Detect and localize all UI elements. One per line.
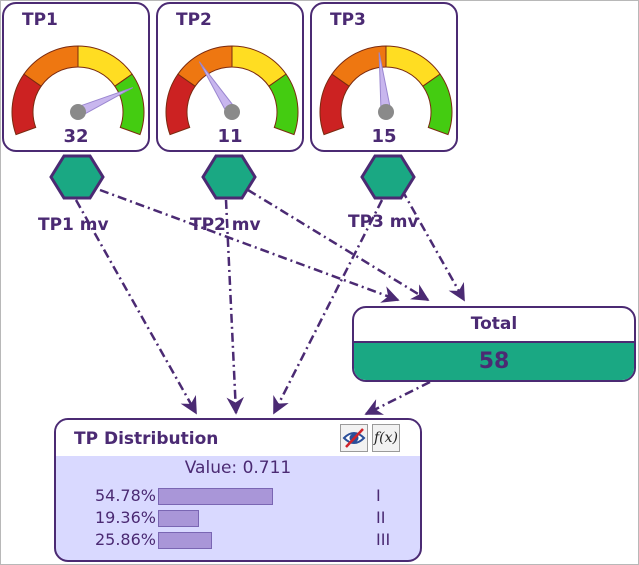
gauge-title: TP3 xyxy=(330,10,366,30)
gauge-dial-icon xyxy=(165,45,299,136)
total-title: Total xyxy=(354,308,634,343)
gauge-segment xyxy=(23,45,79,87)
gauge-tp1[interactable]: TP1 32 xyxy=(2,2,150,152)
hex-label-tp1: TP1 mv xyxy=(38,215,109,235)
hex-label-tp2: TP2 mv xyxy=(190,215,261,235)
total-node[interactable]: Total 58 xyxy=(352,306,636,382)
total-value: 58 xyxy=(354,343,634,380)
distribution-row: 54.78% I xyxy=(56,486,420,508)
row-bar xyxy=(158,532,212,549)
gauge-segment xyxy=(268,73,299,136)
link-tp2-to-total xyxy=(247,188,430,302)
gauge-value: 15 xyxy=(371,126,397,147)
distribution-row: 25.86% III xyxy=(56,530,420,552)
hex-tp1-mv[interactable] xyxy=(49,154,105,200)
gauge-tp3[interactable]: TP3 15 xyxy=(310,2,458,152)
hex-tp2-mv[interactable] xyxy=(201,154,257,200)
hex-label-tp3: TP3 mv xyxy=(348,212,419,232)
row-state: III xyxy=(376,530,391,549)
link-total-to-distribution xyxy=(364,380,431,416)
gauge-title: TP2 xyxy=(176,10,212,30)
distribution-title: TP Distribution xyxy=(74,429,219,449)
gauge-hub xyxy=(224,104,240,120)
function-icon[interactable]: f(x) xyxy=(372,424,400,452)
hide-eye-icon[interactable] xyxy=(340,424,368,452)
distribution-node[interactable]: TP Distribution f(x) Value: 0.711 54.78%… xyxy=(54,418,422,562)
link-tp2-to-distribution xyxy=(224,199,245,415)
gauge-dial-icon xyxy=(11,45,145,136)
gauge-title: TP1 xyxy=(22,10,58,30)
gauge-hub xyxy=(378,104,394,120)
gauge-segment xyxy=(177,45,233,87)
distribution-value: Value: 0.711 xyxy=(184,458,292,478)
row-bar xyxy=(158,488,273,505)
gauge-segment xyxy=(114,73,145,136)
gauge-value: 32 xyxy=(63,126,89,147)
link-tp3-to-distribution xyxy=(272,199,384,415)
link-tp3-to-total xyxy=(400,189,466,302)
eye-slash-icon xyxy=(342,428,366,448)
gauge-value: 11 xyxy=(217,126,243,147)
distribution-row: 19.36% II xyxy=(56,508,420,530)
row-bar xyxy=(158,510,199,527)
gauge-hub xyxy=(70,104,86,120)
row-percent: 19.36% xyxy=(94,508,156,527)
row-percent: 54.78% xyxy=(94,486,156,505)
row-state: I xyxy=(376,486,381,505)
link-tp1-to-distribution xyxy=(74,199,198,415)
hex-tp3-mv[interactable] xyxy=(360,154,416,200)
gauge-tp2[interactable]: TP2 11 xyxy=(156,2,304,152)
hex-nodes xyxy=(49,154,416,200)
link-tp1-to-total xyxy=(99,188,400,303)
row-percent: 25.86% xyxy=(94,530,156,549)
gauge-segment xyxy=(422,73,453,136)
gauge-segment xyxy=(331,45,387,87)
gauge-dial-icon xyxy=(319,45,453,136)
row-state: II xyxy=(376,508,386,527)
